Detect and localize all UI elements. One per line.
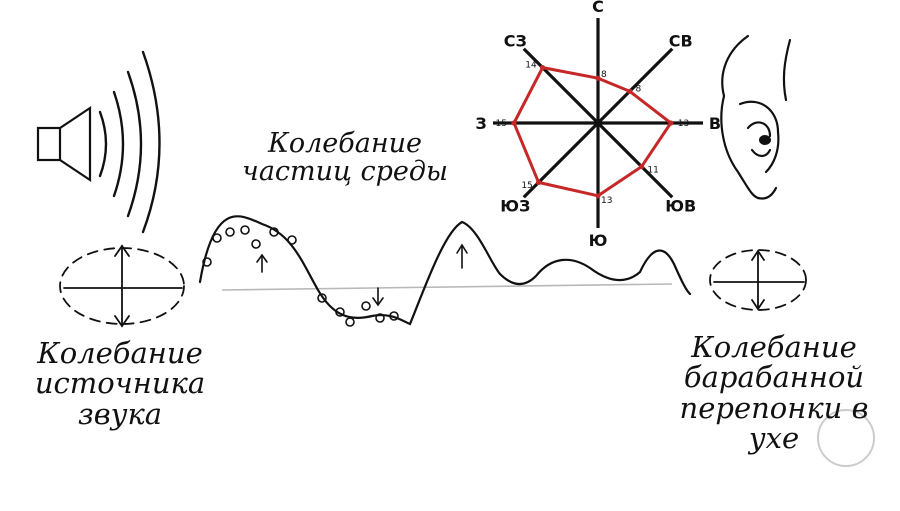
rose-value-label: 15 — [521, 181, 532, 191]
rose-value-label: 13 — [601, 196, 612, 206]
cursor-ring-icon — [817, 409, 875, 467]
rose-direction-label: Ю — [589, 231, 608, 250]
medium-caption: Колебание частиц среды — [240, 128, 450, 188]
rose-value-label: 11 — [647, 165, 658, 175]
wind-rose-vertices — [511, 64, 674, 199]
rose-direction-label: С — [592, 0, 604, 16]
rose-direction-label: З — [475, 114, 486, 133]
source-caption-line: звука — [77, 396, 163, 431]
ear-caption: Колебание барабанной перепонки в ухе — [676, 332, 872, 454]
ear-caption-line: Колебание — [691, 330, 857, 364]
rose-axis-6 — [522, 121, 600, 199]
rose-direction-label: ЮЗ — [500, 197, 530, 216]
rose-axis-4 — [596, 121, 674, 199]
medium-caption-line: частиц среды — [242, 156, 448, 188]
rose-direction-label: ЮВ — [665, 197, 696, 216]
wind-rose-direction-labels: С СВ В ЮВ Ю ЮЗ З СЗ — [475, 0, 721, 250]
rose-value-label: 13 — [678, 119, 689, 129]
ear-canal-icon — [759, 135, 771, 145]
speaker-icon — [36, 105, 92, 183]
ear-caption-line: ухе — [748, 421, 800, 456]
source-caption-line: источника — [34, 366, 206, 401]
ear-caption-line: барабанной — [683, 360, 865, 395]
rose-vertex — [539, 64, 546, 71]
wind-rose-polygon — [512, 65, 673, 198]
sound-waves-icon — [98, 50, 161, 234]
rose-vertex — [511, 120, 517, 126]
ear-caption-line: перепонки в — [679, 390, 869, 425]
wind-rose-axes — [493, 18, 703, 228]
baseline — [221, 283, 673, 291]
rose-direction-label: СВ — [669, 31, 693, 50]
source-oscillation-icon — [59, 244, 185, 328]
rose-direction-label: СЗ — [504, 31, 527, 50]
wind-rose-value-labels: 8 8 13 11 13 15 15 14 — [496, 61, 690, 206]
particle-arrows — [256, 243, 468, 307]
rose-vertex — [536, 179, 542, 185]
rose-value-label: 8 — [601, 70, 607, 80]
rose-axis-2 — [596, 47, 674, 125]
rose-value-label: 14 — [525, 61, 537, 71]
medium-particles — [202, 225, 399, 327]
medium-caption-line: Колебание — [267, 128, 423, 159]
rose-vertex — [638, 163, 645, 170]
eardrum-oscillation-icon — [709, 249, 807, 311]
rose-vertex — [595, 193, 601, 199]
source-caption: Колебание источника звука — [30, 336, 210, 431]
rose-vertex — [627, 88, 633, 94]
ear-icon — [720, 34, 792, 200]
rose-value-label: 8 — [636, 84, 642, 94]
rose-axis-8 — [522, 47, 600, 125]
source-caption-line: Колебание — [37, 336, 203, 370]
medium-wave — [198, 215, 692, 326]
rose-vertex — [668, 120, 674, 126]
rose-direction-label: В — [709, 114, 721, 133]
rose-vertex — [595, 75, 601, 81]
rose-value-label: 15 — [496, 119, 507, 129]
